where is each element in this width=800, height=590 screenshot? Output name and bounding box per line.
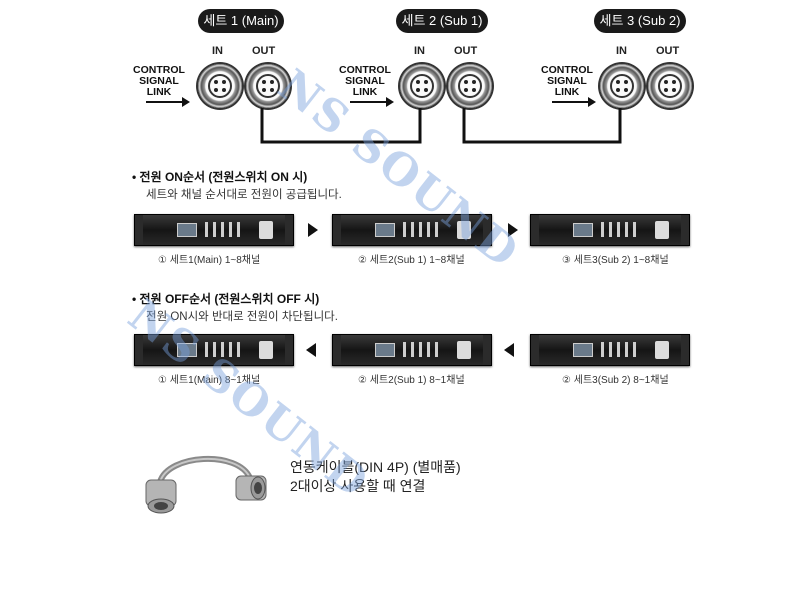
power-on-caption-2: ② 세트2(Sub 1) 1~8채널 (358, 255, 465, 266)
cable-set1-to-set2 (260, 108, 422, 144)
signal-arrow-head-1 (182, 97, 190, 107)
rack-unit-set1-off (134, 334, 294, 366)
power-off-caption-3: ② 세트3(Sub 2) 8~1채널 (562, 375, 669, 386)
power-on-caption-1: ① 세트1(Main) 1~8채널 (158, 255, 261, 266)
cable-set2-to-set3 (462, 108, 622, 144)
set2-badge: 세트 2 (Sub 1) (396, 9, 488, 33)
power-off-caption-2: ② 세트2(Sub 1) 8~1채널 (358, 375, 465, 386)
rack-unit-set1-on (134, 214, 294, 246)
din-cable-illustration (145, 456, 267, 514)
cable-description: 연동케이블(DIN 4P) (별매품) 2대이상 사용할 때 연결 (290, 458, 461, 496)
power-on-subtitle: 세트와 채널 순서대로 전원이 공급됩니다. (146, 189, 342, 201)
arrow-right-icon (508, 223, 518, 237)
rack-unit-set2-on (332, 214, 492, 246)
set2-out-label: OUT (454, 45, 478, 57)
set1-in-label: IN (212, 45, 223, 57)
signal-arrow-3 (552, 101, 588, 103)
signal-arrow-head-3 (588, 97, 596, 107)
power-off-title: • 전원 OFF순서 (전원스위치 OFF 시) (132, 292, 320, 306)
set1-in-connector (198, 64, 242, 108)
set3-out-label: OUT (656, 45, 680, 57)
set1-out-label: OUT (252, 45, 276, 57)
set2-in-label: IN (414, 45, 425, 57)
rack-unit-set3-on (530, 214, 690, 246)
set2-out-connector (448, 64, 492, 108)
cable-usage-note: 2대이상 사용할 때 연결 (290, 478, 426, 494)
signal-arrow-1 (146, 101, 182, 103)
set1-out-connector (246, 64, 290, 108)
power-on-title: • 전원 ON순서 (전원스위치 ON 시) (132, 170, 308, 184)
set1-badge: 세트 1 (Main) (198, 9, 284, 33)
set3-out-connector (648, 64, 692, 108)
power-off-caption-1: ① 세트1(Main) 8~1채널 (158, 375, 261, 386)
set3-in-connector (600, 64, 644, 108)
arrow-left-icon (504, 343, 514, 357)
signal-arrow-head-2 (386, 97, 394, 107)
cable-title: 연동케이블(DIN 4P) (별매품) (290, 459, 461, 475)
power-off-subtitle: 전원 ON시와 반대로 전원이 차단됩니다. (146, 311, 338, 323)
rack-unit-set3-off (530, 334, 690, 366)
link-cables (260, 108, 622, 144)
arrow-left-icon (306, 343, 316, 357)
set2-in-connector (400, 64, 444, 108)
power-on-caption-3: ③ 세트3(Sub 2) 1~8채널 (562, 255, 669, 266)
set3-badge: 세트 3 (Sub 2) (594, 9, 686, 33)
rack-unit-set2-off (332, 334, 492, 366)
set3-in-label: IN (616, 45, 627, 57)
signal-arrow-2 (350, 101, 386, 103)
arrow-right-icon (308, 223, 318, 237)
